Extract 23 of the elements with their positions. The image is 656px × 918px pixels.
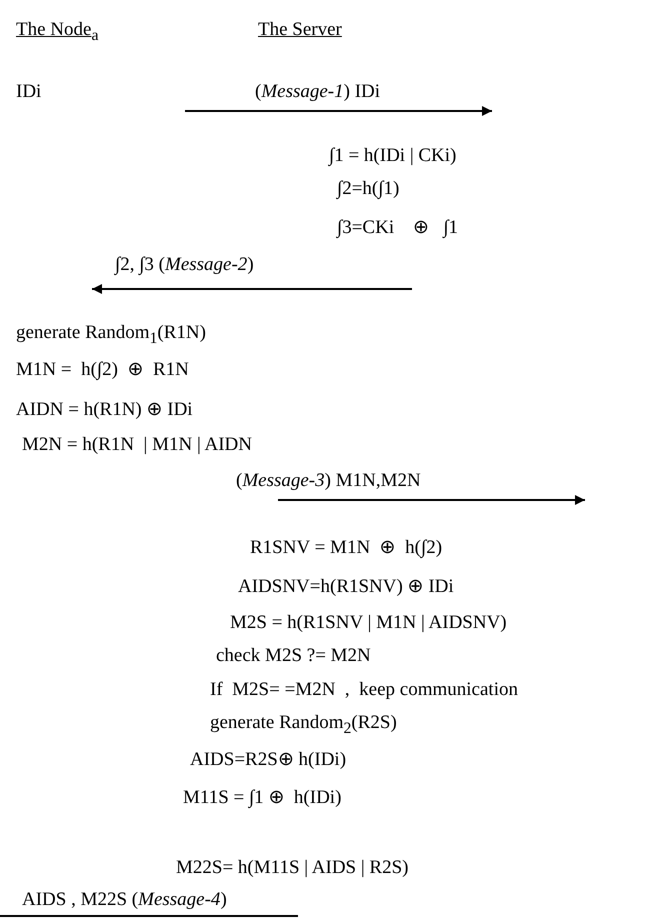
protocol-step-text: AIDS , M22S (Message-4) [22,889,227,911]
protocol-step-text: M2S = h(R1SNV | M1N | AIDSNV) [230,612,507,634]
column-heading: The Node$_{a}$ [16,19,98,45]
protocol-step-text: (Message-3) M1N,M2N [236,470,421,492]
protocol-step-text: generate Random$_{2}$(R2S) [210,712,397,738]
protocol-step-text: generate Random$_{1}$(R1N) [16,322,206,348]
column-heading: The Server [258,19,342,41]
protocol-step-text: ∫2=h(∫1) [337,178,400,200]
protocol-step-text: ∫2, ∫3 (Message-2) [115,254,254,276]
protocol-step-text: AIDS=R2S⊕ h(IDi) [190,749,346,771]
protocol-step-text: M22S= h(M11S | AIDS | R2S) [176,857,408,879]
protocol-step-text: IDi [16,81,42,103]
protocol-step-text: R1SNV = M1N ⊕ h(∫2) [250,537,442,559]
protocol-step-text: AIDSNV=h(R1SNV) ⊕ IDi [238,576,454,598]
protocol-step-text: check M2S ?= M2N [216,645,371,667]
protocol-step-text: AIDN = h(R1N) ⊕ IDi [16,399,193,421]
protocol-step-text: M11S = ∫1 ⊕ h(IDi) [183,787,342,809]
protocol-step-text: (Message-1) IDi [255,81,380,103]
protocol-step-text: M2N = h(R1N | M1N | AIDN [22,434,252,456]
protocol-step-text: ∫3=CKi ⊕ ∫1 [337,217,458,239]
protocol-step-text: M1N = h(∫2) ⊕ R1N [16,359,189,381]
protocol-step-text: ∫1 = h(IDi | CKi) [329,145,456,167]
protocol-step-text: If M2S= =M2N , keep communication [210,679,518,701]
